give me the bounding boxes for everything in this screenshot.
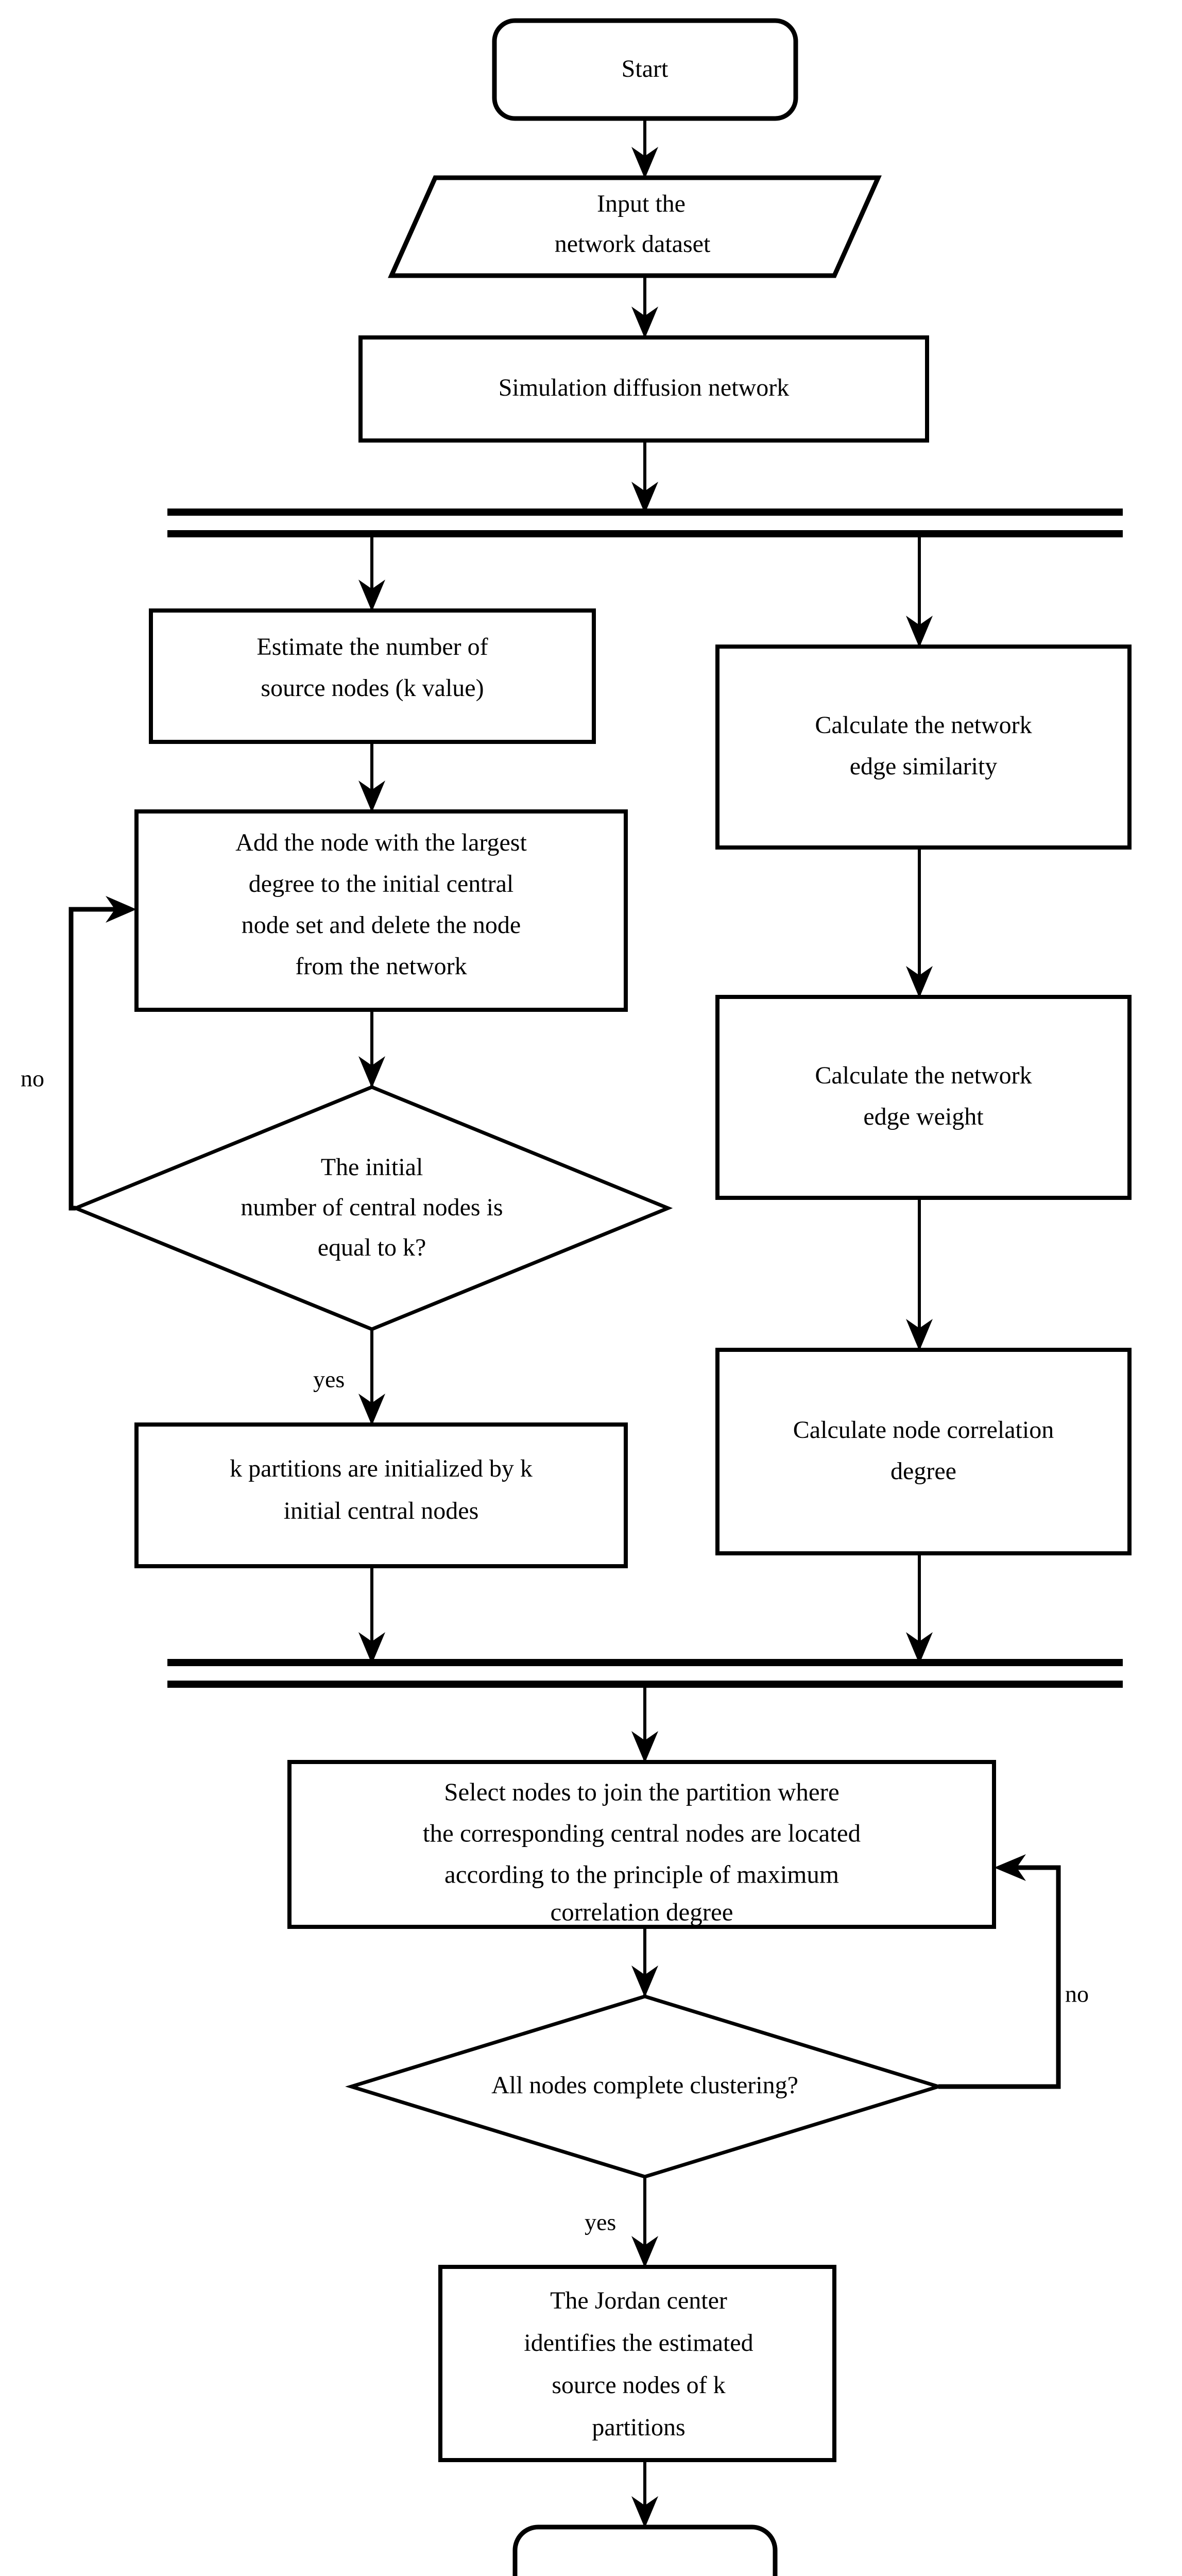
edge-weight-to-correlation <box>906 1198 933 1351</box>
edge-correlation-to-join <box>906 1553 933 1664</box>
node-kpartitions-line1: k partitions are initialized by k <box>230 1455 533 1482</box>
edge-addnode-to-decision1 <box>358 1010 385 1088</box>
edge-simulation-to-fork <box>631 440 658 514</box>
node-decision2-line1: All nodes complete clustering? <box>491 2072 798 2099</box>
node-similarity[interactable]: Calculate the network edge similarity <box>715 645 1132 850</box>
node-selectnodes[interactable]: Select nodes to join the partition where… <box>287 1760 996 1929</box>
node-decision1-line1: The initial <box>321 1154 423 1181</box>
node-selectnodes-line4: correlation degree <box>550 1897 733 1926</box>
edge-estimate-to-addnode <box>358 742 385 812</box>
fork-bar <box>167 509 1123 537</box>
edge-label-decision1-yes: yes <box>313 1366 345 1393</box>
edge-decision1-no-loop <box>68 896 136 1211</box>
node-correlation-line1: Calculate node correlation <box>793 1416 1054 1444</box>
edge-input-to-simulation <box>631 276 658 338</box>
node-estimate-line1: Estimate the number of <box>256 633 488 660</box>
node-correlation[interactable]: Calculate node correlation degree <box>715 1348 1132 1555</box>
node-correlation-line2: degree <box>890 1458 956 1485</box>
edge-decision1-yes <box>358 1329 385 1426</box>
node-decision1-line3: equal to k? <box>318 1234 426 1261</box>
node-addnode-line2: degree to the initial central <box>249 870 513 897</box>
edge-similarity-to-weight <box>906 848 933 998</box>
edge-label-decision1-no: no <box>21 1065 44 1092</box>
edge-jordan-to-end <box>631 2460 658 2528</box>
node-input[interactable]: Input the network dataset <box>388 175 882 278</box>
node-decision1[interactable]: The initial number of central nodes is e… <box>71 1085 673 1331</box>
edge-selectnodes-to-decision2 <box>631 1927 658 1997</box>
node-jordan-line2: identifies the estimated <box>524 2329 753 2357</box>
node-estimate[interactable]: Estimate the number of source nodes (k v… <box>149 608 596 744</box>
edge-start-to-input <box>631 118 658 179</box>
node-decision1-line2: number of central nodes is <box>241 1194 503 1221</box>
edge-fork-to-similarity <box>906 537 933 648</box>
edge-label-decision2-yes: yes <box>585 2209 616 2235</box>
node-selectnodes-line1: Select nodes to join the partition where <box>444 1777 839 1806</box>
edge-join-to-selectnodes <box>631 1688 658 1763</box>
node-addnode[interactable]: Add the node with the largest degree to … <box>134 809 628 1012</box>
edge-label-decision2-no: no <box>1065 1981 1089 2007</box>
node-input-line1: Input the <box>597 190 686 217</box>
node-start[interactable]: Start <box>492 18 798 121</box>
join-bar <box>167 1659 1123 1688</box>
node-weight-line1: Calculate the network <box>815 1062 1032 1089</box>
edge-fork-to-estimate <box>358 537 385 612</box>
node-decision2[interactable]: All nodes complete clustering? <box>345 1994 945 2179</box>
node-weight[interactable]: Calculate the network edge weight <box>715 995 1132 1200</box>
node-kpartitions[interactable]: k partitions are initialized by k initia… <box>134 1422 628 1568</box>
node-addnode-line1: Add the node with the largest <box>235 829 527 856</box>
edge-decision2-no-loop <box>938 1854 1061 2089</box>
node-similarity-line1: Calculate the network <box>815 711 1032 739</box>
node-jordan-line4: partitions <box>592 2414 685 2441</box>
node-jordan-line3: source nodes of k <box>552 2371 725 2399</box>
node-weight-line2: edge weight <box>863 1103 984 1130</box>
node-simulation[interactable]: Simulation diffusion network <box>358 335 929 443</box>
node-addnode-line3: node set and delete the node <box>242 911 521 939</box>
node-jordan[interactable]: The Jordan center identifies the estimat… <box>438 2265 836 2462</box>
node-selectnodes-line3: according to the principle of maximum <box>444 1860 839 1888</box>
node-addnode-line4: from the network <box>295 953 467 980</box>
edge-kpartitions-to-join <box>358 1566 385 1664</box>
node-simulation-line1: Simulation diffusion network <box>499 374 789 401</box>
node-input-line2: network dataset <box>555 230 711 258</box>
edge-decision2-yes <box>631 2177 658 2268</box>
node-jordan-line1: The Jordan center <box>550 2287 727 2314</box>
node-similarity-line2: edge similarity <box>850 753 998 780</box>
node-estimate-line2: source nodes (k value) <box>261 674 484 702</box>
node-selectnodes-line2: the corresponding central nodes are loca… <box>423 1819 861 1847</box>
node-end[interactable]: End <box>512 2524 778 2576</box>
node-start-label: Start <box>622 55 669 82</box>
node-kpartitions-line2: initial central nodes <box>284 1497 479 1524</box>
